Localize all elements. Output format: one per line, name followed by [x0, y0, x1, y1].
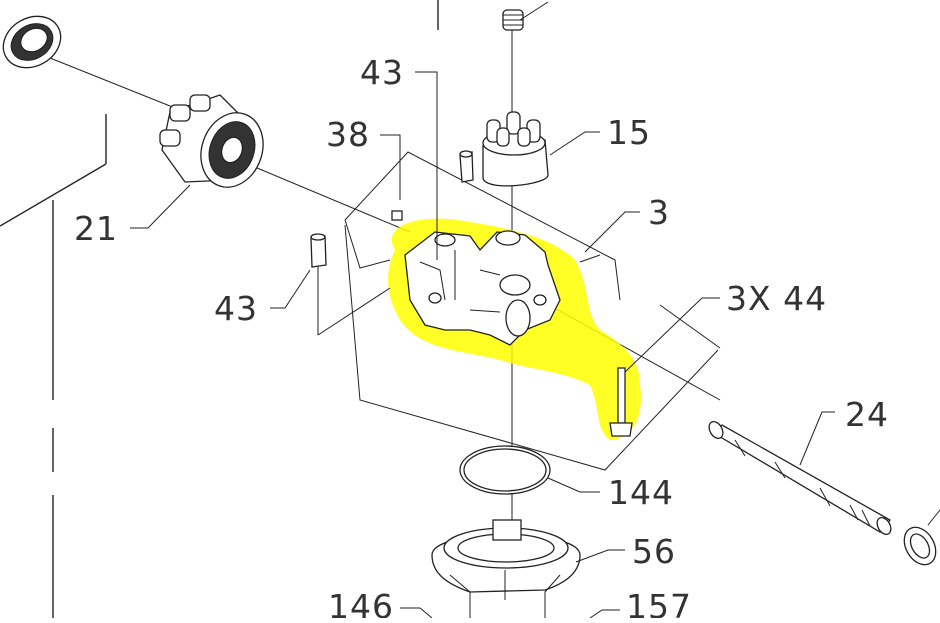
callout-157: 157 — [626, 587, 692, 618]
callout-144: 144 — [608, 473, 674, 512]
callout-15: 15 — [607, 113, 651, 152]
pin-43-top — [459, 150, 474, 183]
cover-56 — [431, 519, 581, 618]
callout-43-left: 43 — [214, 289, 258, 328]
callout-56: 56 — [632, 532, 676, 571]
shaft-24 — [708, 420, 892, 536]
bolt-44 — [609, 367, 633, 437]
callout-38: 38 — [326, 115, 370, 154]
pin-43-left — [310, 233, 327, 268]
callout-43-top: 43 — [360, 53, 404, 92]
callout-3x44: 3X 44 — [726, 279, 827, 318]
piston-block-15 — [482, 111, 549, 187]
bearing-ring — [2, 15, 62, 69]
leader-lines — [130, 71, 835, 619]
cylinder-barrel-21 — [159, 94, 264, 188]
housing-enclosure — [317, 151, 721, 471]
o-ring-144 — [459, 445, 551, 495]
callout-3: 3 — [648, 193, 670, 232]
port-block-part — [404, 230, 561, 346]
spring-top — [502, 1, 549, 31]
key-38 — [391, 210, 403, 221]
washer-ring — [903, 509, 940, 566]
callout-labels: 43 38 15 3 21 43 3X 44 24 144 56 146 157 — [74, 53, 889, 623]
left-dashed-axis — [0, 114, 107, 618]
callout-24: 24 — [845, 395, 889, 434]
callout-146: 146 — [328, 587, 394, 618]
callout-21: 21 — [74, 209, 118, 248]
